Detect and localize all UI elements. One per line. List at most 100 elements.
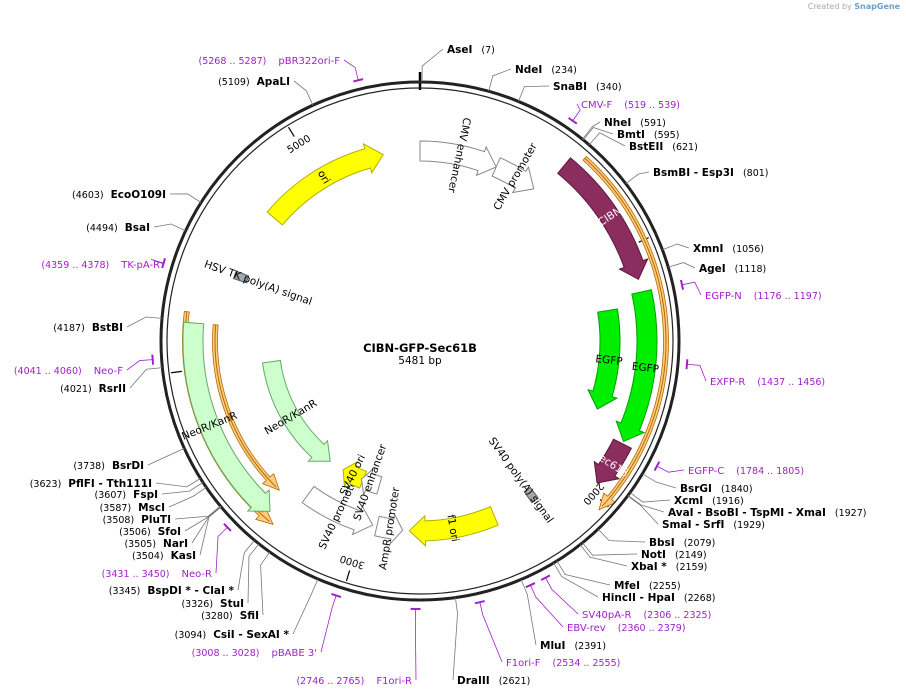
enzyme-site-xcmi[interactable]: XcmI(1916) [674,495,744,507]
feature-sv40-promoter[interactable] [301,485,374,536]
enzyme-site-asei[interactable]: AseI(7) [447,44,495,56]
enzyme-position: (3326) [181,599,213,610]
enzyme-leader-bspdi-clai [237,540,255,591]
enzyme-site-nari[interactable]: NarI(3505) [124,538,188,550]
enzyme-site-rsrii[interactable]: RsrII(4021) [60,383,126,395]
feature-cmv-enhancer[interactable] [419,140,497,177]
enzyme-site-draiii[interactable]: DraIII(2621) [457,675,530,687]
enzyme-site-bstbi[interactable]: BstBI(4187) [53,322,123,334]
enzyme-name: MscI [138,502,165,514]
feature-egfp-inner[interactable] [587,308,621,410]
enzyme-site-bmti[interactable]: BmtI(595) [617,129,679,141]
feature-ori[interactable] [266,142,384,226]
enzyme-site-msci[interactable]: MscI(3587) [100,502,165,514]
enzyme-leader-bbsi [597,528,646,543]
feature-f1-ori-label: f1 ori [444,514,461,543]
enzyme-site-bsrdi[interactable]: BsrDI(3738) [73,460,144,472]
primer-leader-f1ori-f [479,602,503,663]
enzyme-site-avai-bsobi-tspmi-xmai[interactable]: AvaI - BsoBI - TspMI - XmaI(1927) [668,507,866,519]
enzyme-leader-hincii-hpai [553,562,599,598]
enzyme-site-bsai[interactable]: BsaI(4494) [86,222,150,234]
feature-neo-outer[interactable] [182,321,271,512]
enzyme-site-bspdi-clai[interactable]: BspDI * - ClaI *(3345) [109,585,235,597]
feature-f1-ori[interactable] [408,506,499,548]
enzyme-site-agei[interactable]: AgeI(1118) [699,263,766,275]
primer-ebv-rev[interactable]: EBV-rev(2360 .. 2379) [567,623,686,634]
feature-sv40-polya-label: SV40 poly(A) signal [486,435,556,525]
enzyme-position: (621) [672,142,698,153]
enzyme-site-fspi[interactable]: FspI(3607) [95,489,158,501]
feature-sv40-polya[interactable] [523,486,539,504]
enzyme-site-sfii[interactable]: SfiI(3280) [201,610,259,622]
enzyme-site-apali[interactable]: ApaLI(5109) [218,76,290,88]
enzyme-position: (3504) [132,551,164,562]
feature-cmv-promoter[interactable] [491,157,535,194]
enzyme-site-nhei[interactable]: NheI(591) [604,117,666,129]
snapgene-logo-text: SnapGene [854,2,900,11]
primer-tk-pa-r[interactable]: TK-pA-R(4359 .. 4378) [41,260,160,271]
primer-sv40pa-r[interactable]: SV40pA-R(2306 .. 2325) [582,610,711,621]
enzyme-site-sfoi[interactable]: SfoI(3506) [119,526,181,538]
feature-sec61b[interactable] [593,438,633,484]
feature-egfp-outer[interactable] [615,289,658,443]
primer-egfp-c[interactable]: EGFP-C(1784 .. 1805) [688,466,804,477]
plasmid-length: 5481 bp [398,355,442,367]
primer-name: Neo-F [94,366,124,377]
enzyme-site-mfei[interactable]: MfeI(2255) [614,580,681,592]
enzyme-site-bsmbi-esp3i[interactable]: BsmBI - Esp3I(801) [653,167,768,179]
enzyme-leader-msci [168,486,207,508]
enzyme-site-noti[interactable]: NotI(2149) [641,549,707,561]
feature-sv40-enhancer[interactable] [360,468,383,496]
enzyme-name: EcoO109I [111,189,166,201]
primer-leader-exfp-r [686,363,707,382]
primer-f1ori-f[interactable]: F1ori-F(2534 .. 2555) [506,658,620,669]
enzyme-site-pluti[interactable]: PluTI(3508) [103,514,171,526]
primer-neo-f[interactable]: Neo-F(4041 .. 4060) [14,366,123,377]
primer-pbr322ori-f[interactable]: pBR322ori-F(5268 .. 5287) [199,56,341,67]
primer-egfp-n[interactable]: EGFP-N(1176 .. 1197) [705,291,822,302]
enzyme-site-stui[interactable]: StuI(3326) [181,598,244,610]
enzyme-site-smai-srfi[interactable]: SmaI - SrfI(1929) [662,519,765,531]
enzyme-site-kasi[interactable]: KasI(3504) [132,550,196,562]
enzyme-site-ecoo109i[interactable]: EcoO109I(4603) [72,189,166,201]
enzyme-position: (3738) [73,461,105,472]
primer-name: F1ori-F [506,658,541,669]
orf-orf-cibn-gfp-line [584,157,667,507]
primer-exfp-r[interactable]: EXFP-R(1437 .. 1456) [710,377,825,388]
enzyme-leader-bsai [153,223,186,232]
enzyme-site-bsrgi[interactable]: BsrGI(1840) [680,483,753,495]
enzyme-site-ndei[interactable]: NdeI(234) [515,64,577,76]
enzyme-position: (3623) [30,479,62,490]
enzyme-leader-bsrdi [147,447,185,466]
enzyme-site-hincii-hpai[interactable]: HincII - HpaI(2268) [602,592,715,604]
feature-hsv-polya[interactable] [232,270,250,284]
enzyme-position: (1927) [835,508,867,519]
enzyme-name: BsrGI [680,483,712,495]
primer-f1ori-r[interactable]: F1ori-R(2746 .. 2765) [296,676,412,687]
feature-ampr-promoter[interactable] [374,512,404,546]
enzyme-site-bbsi[interactable]: BbsI(2079) [649,537,715,549]
enzyme-leader-ndei [488,68,512,92]
feature-cibn[interactable] [557,157,649,280]
enzyme-site-xmni[interactable]: XmnI(1056) [693,243,764,255]
enzyme-site-csii-sexai[interactable]: CsiI - SexAI *(3094) [175,629,290,641]
enzyme-site-xbai[interactable]: XbaI *(2159) [631,561,707,573]
primer-cmv-f[interactable]: CMV-F(519 .. 539) [581,100,680,111]
enzyme-name: BspDI * - ClaI * [147,585,234,597]
enzyme-site-bsteii[interactable]: BstEII (621) [629,141,698,153]
primer-leader-ebv-rev [530,585,564,628]
primer-name: CMV-F [581,100,612,111]
primer-position: (3008 .. 3028) [192,648,260,659]
orf-orf-neo-inner-line [214,324,277,488]
enzyme-position: (1916) [712,496,744,507]
enzyme-name: BstEII [629,141,663,153]
enzyme-name: BsmBI - Esp3I [653,167,734,179]
enzyme-site-snabi[interactable]: SnaBI(340) [553,81,622,93]
feature-neo-inner[interactable] [261,359,331,462]
enzyme-leader-draiii [452,597,458,681]
enzyme-site-mlui[interactable]: MluI(2391) [540,640,606,652]
primer-neo-r[interactable]: Neo-R(3431 .. 3450) [102,569,212,580]
primer-pbabe-3[interactable]: pBABE 3'(3008 .. 3028) [192,648,317,659]
enzyme-site-pflfi-tth111i[interactable]: PflFI - Tth111I(3623) [30,478,152,490]
feature-sv40-ori[interactable] [342,460,368,489]
